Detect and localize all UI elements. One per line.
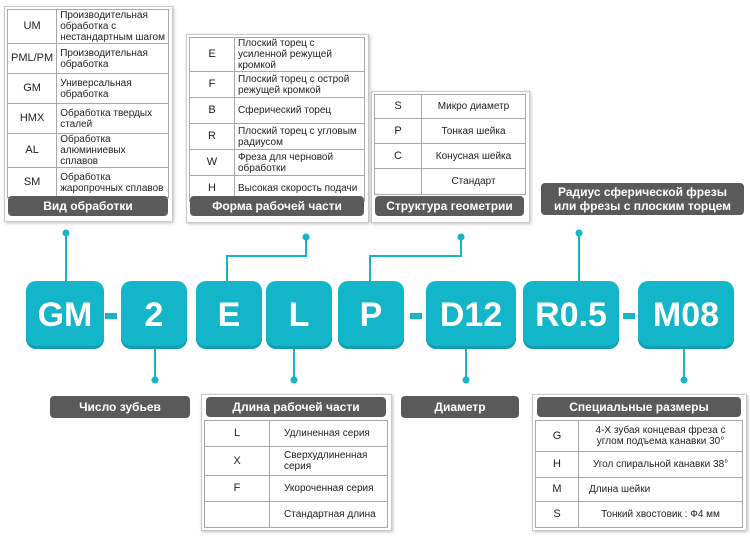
code-cell <box>374 168 422 195</box>
desc-cell: Универсальная обработка <box>56 73 169 104</box>
desc-cell: Обработка твердых сталей <box>56 103 169 134</box>
code-separator <box>623 313 635 319</box>
code-segment-teeth: 2 <box>121 281 187 349</box>
code-cell: S <box>535 501 579 528</box>
desc-cell: Обработка алюминиевых сплавов <box>56 133 169 168</box>
code-cell: C <box>374 143 422 169</box>
code-cell: L <box>204 420 270 447</box>
special-label: Специальные размеры <box>537 397 741 417</box>
desc-cell: 4-Х зубая концевая фреза с углом подъема… <box>578 420 743 452</box>
code-cell: E <box>189 37 235 72</box>
shape-label: Форма рабочей части <box>190 196 364 216</box>
code-cell: S <box>374 94 422 119</box>
code-cell: G <box>535 420 579 452</box>
code-segment-gm: GM <box>26 281 104 349</box>
desc-cell: Конусная шейка <box>421 143 526 169</box>
table-row: Стандарт <box>374 168 526 195</box>
code-cell: F <box>189 71 235 98</box>
radius-label-line1: Радиус сферической фрезы <box>557 185 728 199</box>
desc-cell: Стандарт <box>421 168 526 195</box>
code-cell: AL <box>6 133 58 168</box>
radius-label: Радиус сферической фрезы или фрезы с пло… <box>541 183 744 215</box>
code-cell: GM <box>6 73 58 104</box>
desc-cell: Фреза для черновой обработки <box>234 149 365 176</box>
desc-cell: Тонкая шейка <box>421 118 526 144</box>
desc-cell: Плоский торец с усиленной режущей кромко… <box>234 37 365 72</box>
code-separator <box>410 313 422 319</box>
desc-cell: Производительная обработка с нестандартн… <box>56 9 169 44</box>
code-cell: P <box>374 118 422 144</box>
code-segment-diameter: D12 <box>426 281 516 349</box>
code-cell: B <box>189 97 235 124</box>
code-cell: M <box>535 477 579 502</box>
radius-label-line2: или фрезы с плоским торцем <box>553 199 732 213</box>
code-cell: F <box>204 475 270 502</box>
desc-cell: Обработка жаропрочных сплавов <box>56 167 169 198</box>
code-separator <box>105 313 117 319</box>
desc-cell: Укороченная серия <box>269 475 388 502</box>
code-cell: PML/PM <box>6 43 58 74</box>
code-cell: SM <box>6 167 58 198</box>
desc-cell: Микро диаметр <box>421 94 526 119</box>
desc-cell: Сферический торец <box>234 97 365 124</box>
diameter-label: Диаметр <box>401 396 519 418</box>
code-segment-geometry: P <box>338 281 404 349</box>
code-cell: W <box>189 149 235 176</box>
code-cell: H <box>535 451 579 478</box>
code-cell: UM <box>6 9 58 44</box>
code-cell <box>204 501 270 528</box>
desc-cell: Угол спиральной канавки 38° <box>578 451 743 478</box>
desc-cell: Сверхудлиненная серия <box>269 446 388 476</box>
code-segment-special: M08 <box>638 281 734 349</box>
length-label: Длина рабочей части <box>206 397 386 417</box>
desc-cell: Удлиненная серия <box>269 420 388 447</box>
table-row: Стандартная длина <box>204 501 388 528</box>
code-cell: HMX <box>6 103 58 134</box>
geometry-label: Структура геометрии <box>375 196 524 216</box>
code-segment-radius: R0.5 <box>523 281 619 349</box>
desc-cell: Плоский торец с угловым радиусом <box>234 123 365 150</box>
desc-cell: Стандартная длина <box>269 501 388 528</box>
desc-cell: Плоский торец с острой режущей кромкой <box>234 71 365 98</box>
desc-cell: Производительная обработка <box>56 43 169 74</box>
teeth-label: Число зубьев <box>50 396 190 418</box>
desc-cell: Тонкий хвостовик : Ф4 мм <box>578 501 743 528</box>
processing-label: Вид обработки <box>8 196 168 216</box>
code-segment-length: L <box>266 281 332 349</box>
code-cell: R <box>189 123 235 150</box>
code-cell: X <box>204 446 270 476</box>
code-segment-shape: E <box>196 281 262 349</box>
desc-cell: Длина шейки <box>578 477 743 502</box>
